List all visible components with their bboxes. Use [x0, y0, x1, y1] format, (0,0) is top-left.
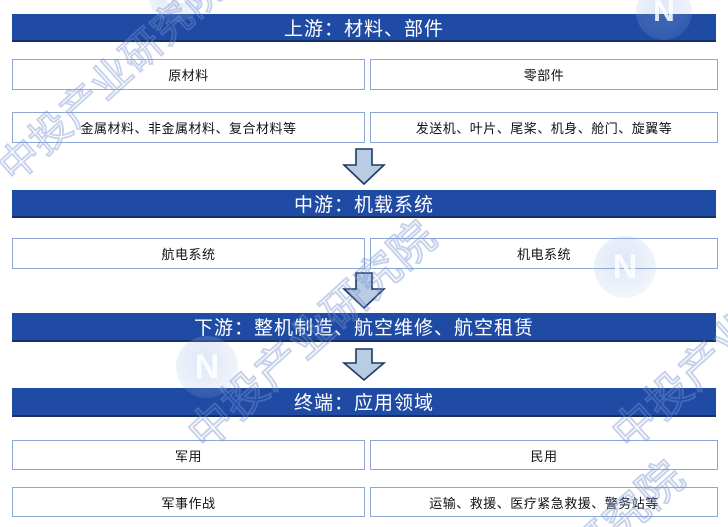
cell-raw-material-detail-label: 金属材料、非金属材料、复合材料等 [80, 121, 297, 136]
cell-components-detail-label: 发送机、叶片、尾桨、机身、舱门、旋翼等 [415, 121, 673, 136]
cell-components-detail: 发送机、叶片、尾桨、机身、舱门、旋翼等 [370, 112, 718, 143]
cell-components: 零部件 [370, 59, 718, 90]
cell-mechanical-system-label: 机电系统 [516, 247, 571, 262]
band-terminal: 终端：应用领域 [12, 388, 716, 417]
cell-military-use: 军用 [12, 440, 365, 470]
cell-military-detail: 军事作战 [12, 487, 365, 517]
band-downstream-label: 下游：整机制造、航空维修、航空租赁 [193, 318, 534, 339]
cell-raw-material-detail: 金属材料、非金属材料、复合材料等 [12, 112, 365, 143]
band-upstream-label: 上游：材料、部件 [283, 18, 444, 40]
cell-military-use-label: 军用 [174, 448, 202, 464]
band-terminal-label: 终端：应用领域 [293, 393, 434, 414]
band-midstream-label: 中游：机载系统 [293, 194, 434, 216]
cell-military-detail-label: 军事作战 [161, 495, 216, 511]
cell-raw-material-label: 原材料 [168, 68, 209, 83]
cell-avionics-system: 航电系统 [12, 238, 365, 269]
band-midstream: 中游：机载系统 [12, 190, 716, 218]
arrow-upstream-to-midstream [342, 148, 386, 186]
arrow-midstream-to-downstream [342, 272, 386, 310]
cell-civil-detail: 运输、救援、医疗紧急救援、警务站等 [370, 487, 718, 517]
cell-civil-use: 民用 [370, 440, 718, 470]
cell-civil-use-label: 民用 [530, 448, 558, 464]
band-downstream: 下游：整机制造、航空维修、航空租赁 [12, 313, 716, 342]
cell-components-label: 零部件 [523, 68, 565, 83]
cell-mechanical-system: 机电系统 [370, 238, 718, 269]
band-upstream: 上游：材料、部件 [12, 14, 716, 42]
arrow-downstream-to-terminal [342, 348, 386, 382]
cell-civil-detail-label: 运输、救援、医疗紧急救援、警务站等 [429, 495, 659, 511]
cell-avionics-system-label: 航电系统 [161, 247, 216, 262]
cell-raw-material: 原材料 [12, 59, 365, 90]
